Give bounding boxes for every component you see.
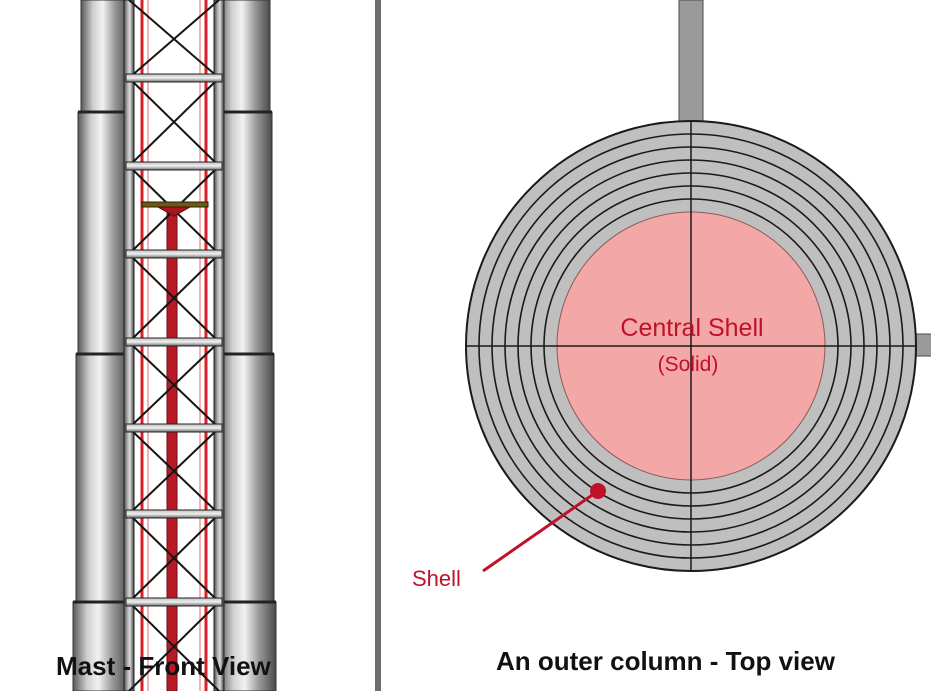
column-segment (77, 111, 130, 355)
brace (128, 77, 220, 167)
rung (125, 73, 223, 83)
outer-column-left (72, 0, 130, 691)
brace (128, 427, 220, 515)
rod-top-bracket (141, 201, 209, 217)
mast-front-view (72, 0, 277, 691)
rung (125, 597, 223, 607)
shell-callout-dot (590, 483, 606, 499)
mast-front-view-caption: Mast - Front View (56, 651, 271, 681)
column-segment (72, 601, 130, 691)
top-view-caption: An outer column - Top view (496, 646, 835, 676)
central-shell-label: Central Shell (620, 314, 763, 342)
panel-divider (375, 0, 381, 691)
brace (128, 0, 220, 79)
column-segment (218, 111, 273, 355)
rung (125, 337, 223, 347)
lattice-bracing (128, 0, 220, 691)
brace (128, 253, 220, 343)
rung (125, 509, 223, 519)
outer-column-right (218, 0, 277, 691)
bracket-bar (141, 201, 209, 208)
rung (125, 161, 223, 171)
column-segment (218, 0, 271, 113)
lattice-rungs (125, 73, 223, 607)
brace (128, 513, 220, 603)
shell-callout-leader (482, 489, 599, 573)
brace (128, 341, 220, 429)
brace (128, 601, 220, 691)
connector-top (678, 0, 704, 125)
outer-column-top-view: Central Shell (Solid) Shell (412, 0, 931, 591)
column-segment (75, 353, 130, 603)
bracket-wedge (156, 206, 192, 217)
rung (125, 249, 223, 259)
central-shell-sublabel: (Solid) (658, 353, 719, 376)
column-segment (218, 353, 275, 603)
rung (125, 423, 223, 433)
column-segment (80, 0, 130, 113)
central-red-rod (166, 211, 178, 691)
shell-callout-label: Shell (412, 566, 461, 591)
